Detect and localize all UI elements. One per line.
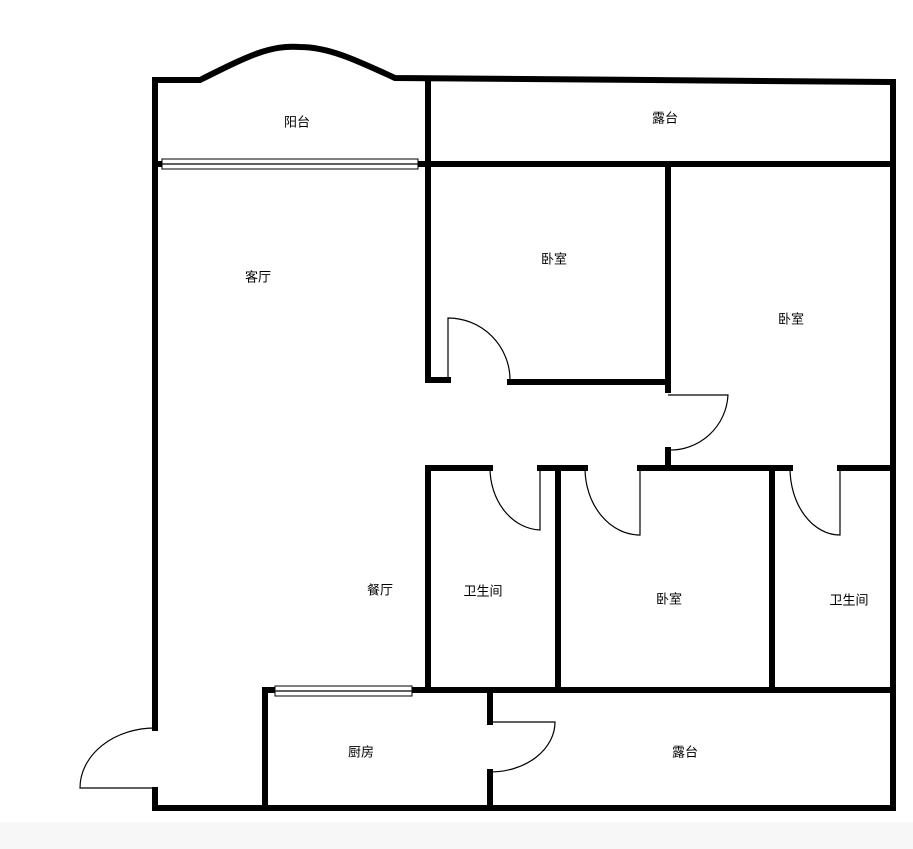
room-label-bathroom-1: 卫生间 — [463, 584, 503, 600]
room-label-terrace-bottom: 露台 — [671, 745, 699, 761]
bedroom-3-door[interactable] — [584, 467, 641, 536]
bathroom-2-door[interactable] — [789, 467, 841, 536]
doors — [79, 317, 841, 789]
room-label-living-room: 客厅 — [244, 270, 272, 286]
room-label-bedroom-2: 卧室 — [777, 312, 805, 328]
room-label-bedroom-1: 卧室 — [540, 252, 568, 268]
room-label-bedroom-3: 卧室 — [655, 592, 683, 608]
room-label-terrace-top: 露台 — [651, 111, 679, 127]
bedroom-1-door[interactable] — [447, 317, 511, 381]
bathroom-1-door[interactable] — [489, 467, 541, 531]
windows — [161, 158, 419, 697]
bottom-strip — [0, 822, 913, 849]
entrance-door[interactable] — [79, 727, 156, 789]
room-label-dining-room: 餐厅 — [366, 583, 394, 599]
room-label-balcony: 阳台 — [283, 115, 311, 131]
room-label-bathroom-2: 卫生间 — [829, 593, 869, 609]
bedroom-2-door[interactable] — [667, 394, 729, 451]
walls — [152, 43, 897, 811]
kitchen-door[interactable] — [489, 721, 556, 773]
room-label-kitchen: 厨房 — [347, 745, 375, 761]
